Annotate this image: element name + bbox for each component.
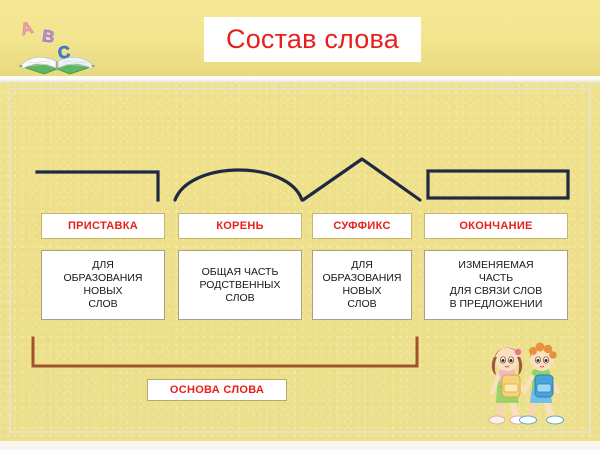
- label-text-root: КОРЕНЬ: [216, 220, 264, 232]
- header-divider-rule: [0, 76, 600, 83]
- description-line: ЧАСТЬ: [478, 272, 514, 284]
- description-line: ОБРАЗОВАНИЯ: [322, 272, 402, 284]
- description-line: ИЗМЕНЯЕМАЯ: [458, 259, 534, 271]
- description-line: ОБЩАЯ ЧАСТЬ: [201, 265, 279, 278]
- label-text-suffix: СУФФИКС: [333, 220, 391, 232]
- description-box-suffix: ДЛЯ ОБРАЗОВАНИЯ НОВЫХ СЛОВ: [312, 250, 412, 320]
- girl-figure: [488, 347, 527, 425]
- label-chip-prefix[interactable]: ПРИСТАВКА: [41, 213, 165, 239]
- description-line: В ПРЕДЛОЖЕНИИ: [449, 298, 543, 310]
- description-line: НОВЫХ: [342, 285, 382, 297]
- boy-figure: [519, 342, 564, 425]
- description-box-prefix: ДЛЯ ОБРАЗОВАНИЯ НОВЫХ СЛОВ: [41, 250, 165, 320]
- description-box-root: ОБЩАЯ ЧАСТЬ РОДСТВЕННЫХ СЛОВ: [178, 250, 302, 320]
- description-line: ДЛЯ: [351, 259, 373, 271]
- description-line: РОДСТВЕННЫХ: [199, 278, 281, 291]
- description-line: ДЛЯ СВЯЗИ СЛОВ: [449, 285, 543, 297]
- svg-text:B: B: [41, 26, 56, 47]
- content-panel: [9, 88, 591, 433]
- description-line: СЛОВ: [347, 298, 377, 310]
- description-line: ОБРАЗОВАНИЯ: [63, 272, 143, 284]
- schoolchildren-illustration: [472, 335, 578, 433]
- description-line: НОВЫХ: [83, 285, 123, 297]
- page-title-plate: Состав слова: [204, 17, 421, 62]
- label-chip-root[interactable]: КОРЕНЬ: [178, 213, 302, 239]
- description-box-ending: ИЗМЕНЯЕМАЯ ЧАСТЬ ДЛЯ СВЯЗИ СЛОВ В ПРЕДЛО…: [424, 250, 568, 320]
- label-text-stem: ОСНОВА СЛОВА: [169, 384, 265, 396]
- label-chip-suffix[interactable]: СУФФИКС: [312, 213, 412, 239]
- label-text-ending: ОКОНЧАНИЕ: [459, 220, 533, 232]
- abc-book-logo: A B C: [14, 8, 100, 80]
- description-line: СЛОВ: [225, 291, 255, 304]
- page-title: Состав слова: [226, 24, 399, 54]
- label-text-prefix: ПРИСТАВКА: [67, 220, 139, 232]
- label-chip-ending[interactable]: ОКОНЧАНИЕ: [424, 213, 568, 239]
- svg-text:A: A: [19, 18, 36, 39]
- description-line: ДЛЯ: [92, 259, 114, 271]
- label-chip-stem[interactable]: ОСНОВА СЛОВА: [147, 379, 287, 401]
- description-line: СЛОВ: [88, 298, 118, 310]
